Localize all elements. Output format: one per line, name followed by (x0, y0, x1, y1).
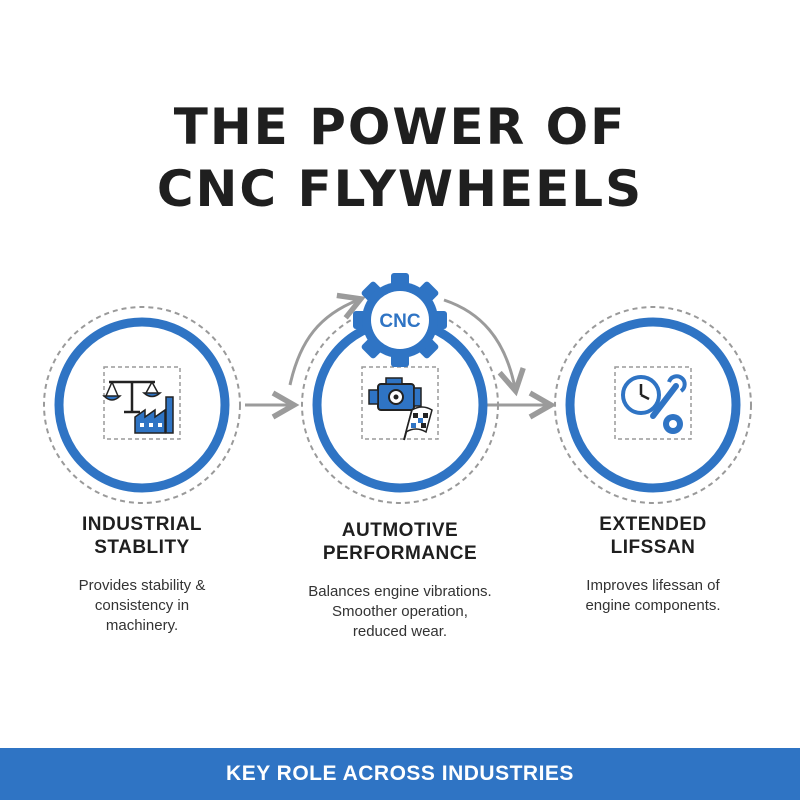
item-industrial-desc: Provides stability & consistency in mach… (42, 576, 242, 636)
clock-and-wrench-icon (621, 374, 687, 434)
item-automotive-desc: Balances engine vibrations. Smoother ope… (285, 582, 515, 642)
item-industrial-title: INDUSTRIAL STABLITY (42, 513, 242, 559)
gear-label: CNC (379, 311, 420, 332)
arc-arrow-left (288, 292, 366, 386)
item-extended-desc-line-2: engine components. (585, 597, 721, 614)
item-extended: EXTENDED LIFSSAN Improves lifessan of en… (553, 513, 753, 616)
item-extended-desc-line-1: Improves lifessan of (586, 577, 720, 594)
item-automotive-title-line-2: PERFORMANCE (322, 543, 478, 564)
item-industrial-title-line-2: STABLITY (94, 537, 190, 558)
item-extended-title-line-2: LIFSSAN (610, 537, 696, 558)
item-industrial: INDUSTRIAL STABLITY Provides stability &… (42, 513, 242, 636)
item-industrial-title-line-1: INDUSTRIAL (81, 514, 203, 535)
item-automotive-desc-line-3: reduced wear. (352, 623, 448, 640)
item-extended-desc: Improves lifessan of engine components. (553, 576, 753, 616)
scale-and-factory-icon (102, 380, 174, 434)
item-automotive-title: AUTMOTIVE PERFORMANCE (285, 519, 515, 565)
item-industrial-desc-line-1: Provides stability & (78, 577, 206, 594)
item-extended-title-line-1: EXTENDED (599, 514, 707, 535)
footer-banner: KEY ROLE ACROSS INDUSTRIES (0, 748, 800, 800)
arc-arrow-right (443, 298, 526, 397)
item-industrial-desc-line-2: consistency in (94, 597, 190, 614)
title-line-2: CNC FLYWHEELS (156, 160, 644, 218)
item-automotive-desc-line-2: Smoother operation, (332, 603, 468, 620)
circle-industrial (43, 306, 241, 504)
item-industrial-desc-line-3: machinery. (105, 617, 179, 634)
item-automotive-desc-line-1: Balances engine vibrations. (308, 583, 492, 600)
cnc-gear-icon: CNC (353, 273, 447, 367)
item-automotive: AUTMOTIVE PERFORMANCE Balances engine vi… (285, 519, 515, 642)
page-title: THE POWER OF CNC FLYWHEELS (0, 96, 800, 220)
item-automotive-title-line-1: AUTMOTIVE (341, 520, 459, 541)
engine-and-checkered-flag-icon (368, 377, 433, 441)
title-line-1: THE POWER OF (173, 98, 627, 156)
item-extended-title: EXTENDED LIFSSAN (553, 513, 753, 559)
